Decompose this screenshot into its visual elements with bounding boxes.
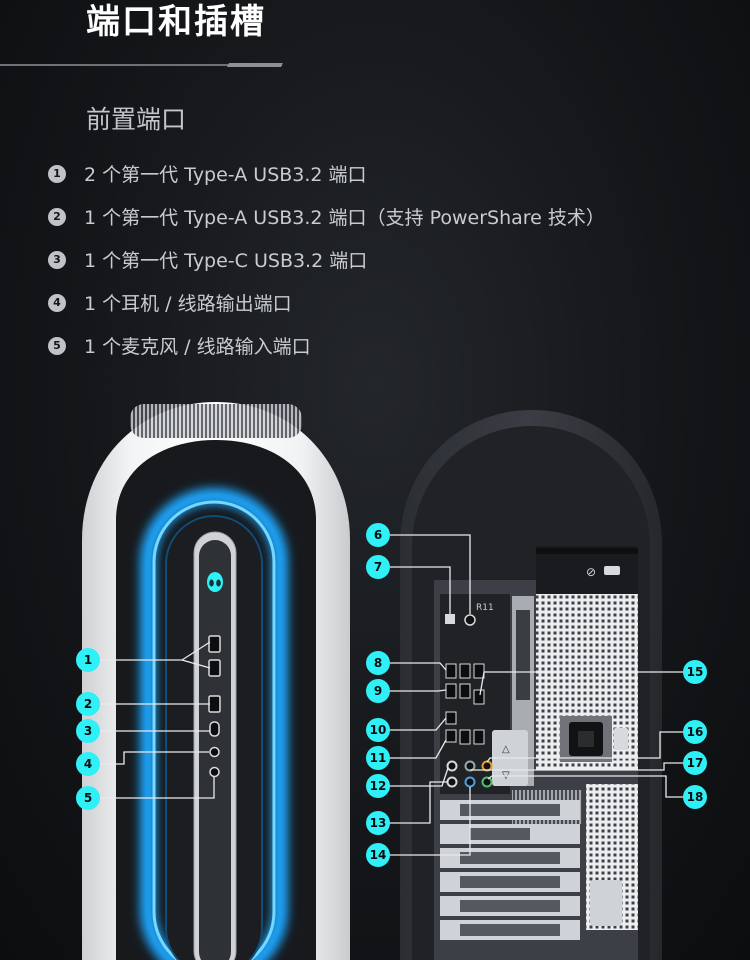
svg-text:5: 5: [84, 791, 92, 805]
front-headphone-jack: [209, 746, 220, 758]
item-number: 2: [48, 207, 66, 226]
callout-badge: 10: [366, 718, 390, 742]
callout-badge: 16: [683, 720, 707, 744]
title-rule: [0, 64, 282, 66]
callout-badge: 7: [366, 555, 390, 579]
callout-badges: 1 2 3 4 5 6 7 8 9 10 11 12 13 14 15 16 1…: [76, 523, 707, 867]
rear-ethernet-port: [445, 614, 455, 624]
leader-lines: [88, 534, 695, 856]
svg-text:9: 9: [374, 684, 382, 698]
list-item: 4 1 个耳机 / 线路输出端口: [48, 281, 605, 324]
callout-badge: 9: [366, 679, 390, 703]
callout-badge: 18: [683, 785, 707, 809]
svg-text:8: 8: [374, 656, 382, 670]
title-rule-accent: [227, 63, 283, 67]
callout-badge: 5: [76, 786, 100, 810]
front-usb-c-port: [209, 721, 220, 737]
svg-text:1: 1: [84, 653, 92, 667]
front-tower: [82, 402, 350, 960]
svg-text:4: 4: [84, 757, 92, 771]
front-usb-a-powershare-port: [208, 695, 221, 713]
lock-icon: ⊘: [586, 565, 620, 579]
rear-power-button: [464, 614, 476, 626]
front-usb-a-port: [208, 635, 221, 653]
svg-text:6: 6: [374, 528, 382, 542]
front-ports-title: 前置端口: [86, 105, 187, 134]
svg-text:18: 18: [687, 790, 704, 804]
svg-text:7: 7: [374, 560, 382, 574]
callout-badge: 1: [76, 648, 100, 672]
item-number: 1: [48, 164, 66, 183]
callout-badge: 6: [366, 523, 390, 547]
item-text: 1 个耳机 / 线路输出端口: [84, 293, 292, 315]
ports-figure: ⊘ R11 △ ▽: [76, 402, 707, 960]
callout-badge: 8: [366, 651, 390, 675]
svg-text:15: 15: [687, 665, 704, 679]
list-item: 2 1 个第一代 Type-A USB3.2 端口（支持 PowerShare …: [48, 195, 605, 238]
front-mic-jack: [209, 766, 220, 778]
front-usb-a-port: [208, 659, 221, 677]
svg-text:3: 3: [84, 724, 92, 738]
svg-text:⊘: ⊘: [586, 565, 596, 579]
alien-logo-icon: [207, 572, 223, 592]
rear-model-badge: R11: [476, 603, 494, 613]
callout-badge: 11: [366, 746, 390, 770]
item-text: 2 个第一代 Type-A USB3.2 端口: [84, 164, 367, 186]
page-title: 端口和插槽: [86, 2, 266, 42]
svg-text:12: 12: [370, 779, 387, 793]
callout-badge: 3: [76, 719, 100, 743]
item-text: 1 个第一代 Type-A USB3.2 端口（支持 PowerShare 技术…: [84, 207, 605, 229]
svg-text:10: 10: [370, 723, 387, 737]
item-number: 3: [48, 250, 66, 269]
svg-text:△: △: [502, 744, 510, 755]
callout-badge: 17: [683, 751, 707, 775]
callout-badge: 14: [366, 843, 390, 867]
item-text: 1 个第一代 Type-C USB3.2 端口: [84, 250, 368, 272]
front-port-list: 1 2 个第一代 Type-A USB3.2 端口 2 1 个第一代 Type-…: [48, 152, 605, 367]
item-number: 5: [48, 336, 66, 355]
svg-text:16: 16: [687, 725, 704, 739]
list-item: 3 1 个第一代 Type-C USB3.2 端口: [48, 238, 605, 281]
svg-text:11: 11: [370, 751, 387, 765]
item-text: 1 个麦克风 / 线路输入端口: [84, 336, 311, 358]
svg-text:14: 14: [370, 848, 387, 862]
list-item: 1 2 个第一代 Type-A USB3.2 端口: [48, 152, 605, 195]
callout-badge: 13: [366, 811, 390, 835]
callout-badge: 15: [683, 660, 707, 684]
item-number: 4: [48, 293, 66, 312]
rear-tower: ⊘ R11 △ ▽: [400, 410, 662, 960]
svg-text:17: 17: [687, 756, 704, 770]
callout-badge: 2: [76, 692, 100, 716]
svg-text:13: 13: [370, 816, 387, 830]
callout-badge: 4: [76, 752, 100, 776]
svg-text:2: 2: [84, 697, 92, 711]
callout-badge: 12: [366, 774, 390, 798]
list-item: 5 1 个麦克风 / 线路输入端口: [48, 324, 605, 367]
